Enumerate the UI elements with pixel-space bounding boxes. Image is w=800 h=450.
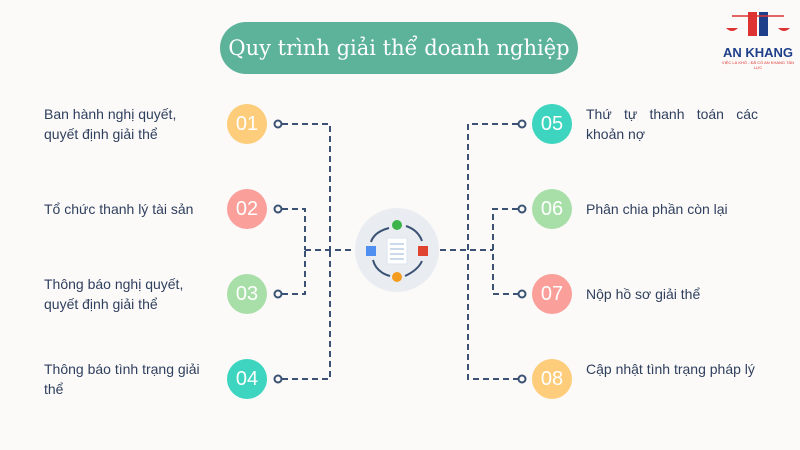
step-label-04: Thông báo tình trạng giải thể bbox=[44, 361, 200, 397]
step-number-08: 08 bbox=[532, 359, 572, 399]
scales-logo-icon bbox=[726, 12, 790, 36]
step-label-01: Ban hành nghị quyết, quyết định giải thể bbox=[44, 106, 177, 142]
logo-name: AN KHANG bbox=[722, 45, 794, 60]
step-label-03: Thông báo nghị quyết, quyết định giải th… bbox=[44, 276, 184, 312]
process-cycle-icon bbox=[355, 208, 439, 292]
logo: AN KHANG VIỆC LÀ KHÓ - ĐÃ CÓ AN KHANG TẬ… bbox=[718, 8, 798, 70]
step-number-05: 05 bbox=[532, 104, 572, 144]
page-title: Quy trình giải thể doanh nghiệp bbox=[220, 22, 578, 74]
step-number-02: 02 bbox=[227, 189, 267, 229]
step-number-03: 03 bbox=[227, 274, 267, 314]
step-number-01: 01 bbox=[227, 104, 267, 144]
step-label-05: Thứ tự thanh toán các khoản nợ bbox=[586, 106, 758, 142]
step-number-07: 07 bbox=[532, 274, 572, 314]
step-label-02: Tổ chức thanh lý tài sản bbox=[44, 201, 194, 217]
step-number-06: 06 bbox=[532, 189, 572, 229]
step-label-06: Phân chia phần còn lại bbox=[586, 201, 728, 217]
logo-tagline: VIỆC LÀ KHÓ - ĐÃ CÓ AN KHANG TẬN LỰC bbox=[721, 60, 795, 70]
step-label-08: Cập nhật tình trạng pháp lý bbox=[586, 361, 755, 377]
step-label-07: Nộp hồ sơ giải thể bbox=[586, 286, 701, 302]
step-number-04: 04 bbox=[227, 359, 267, 399]
